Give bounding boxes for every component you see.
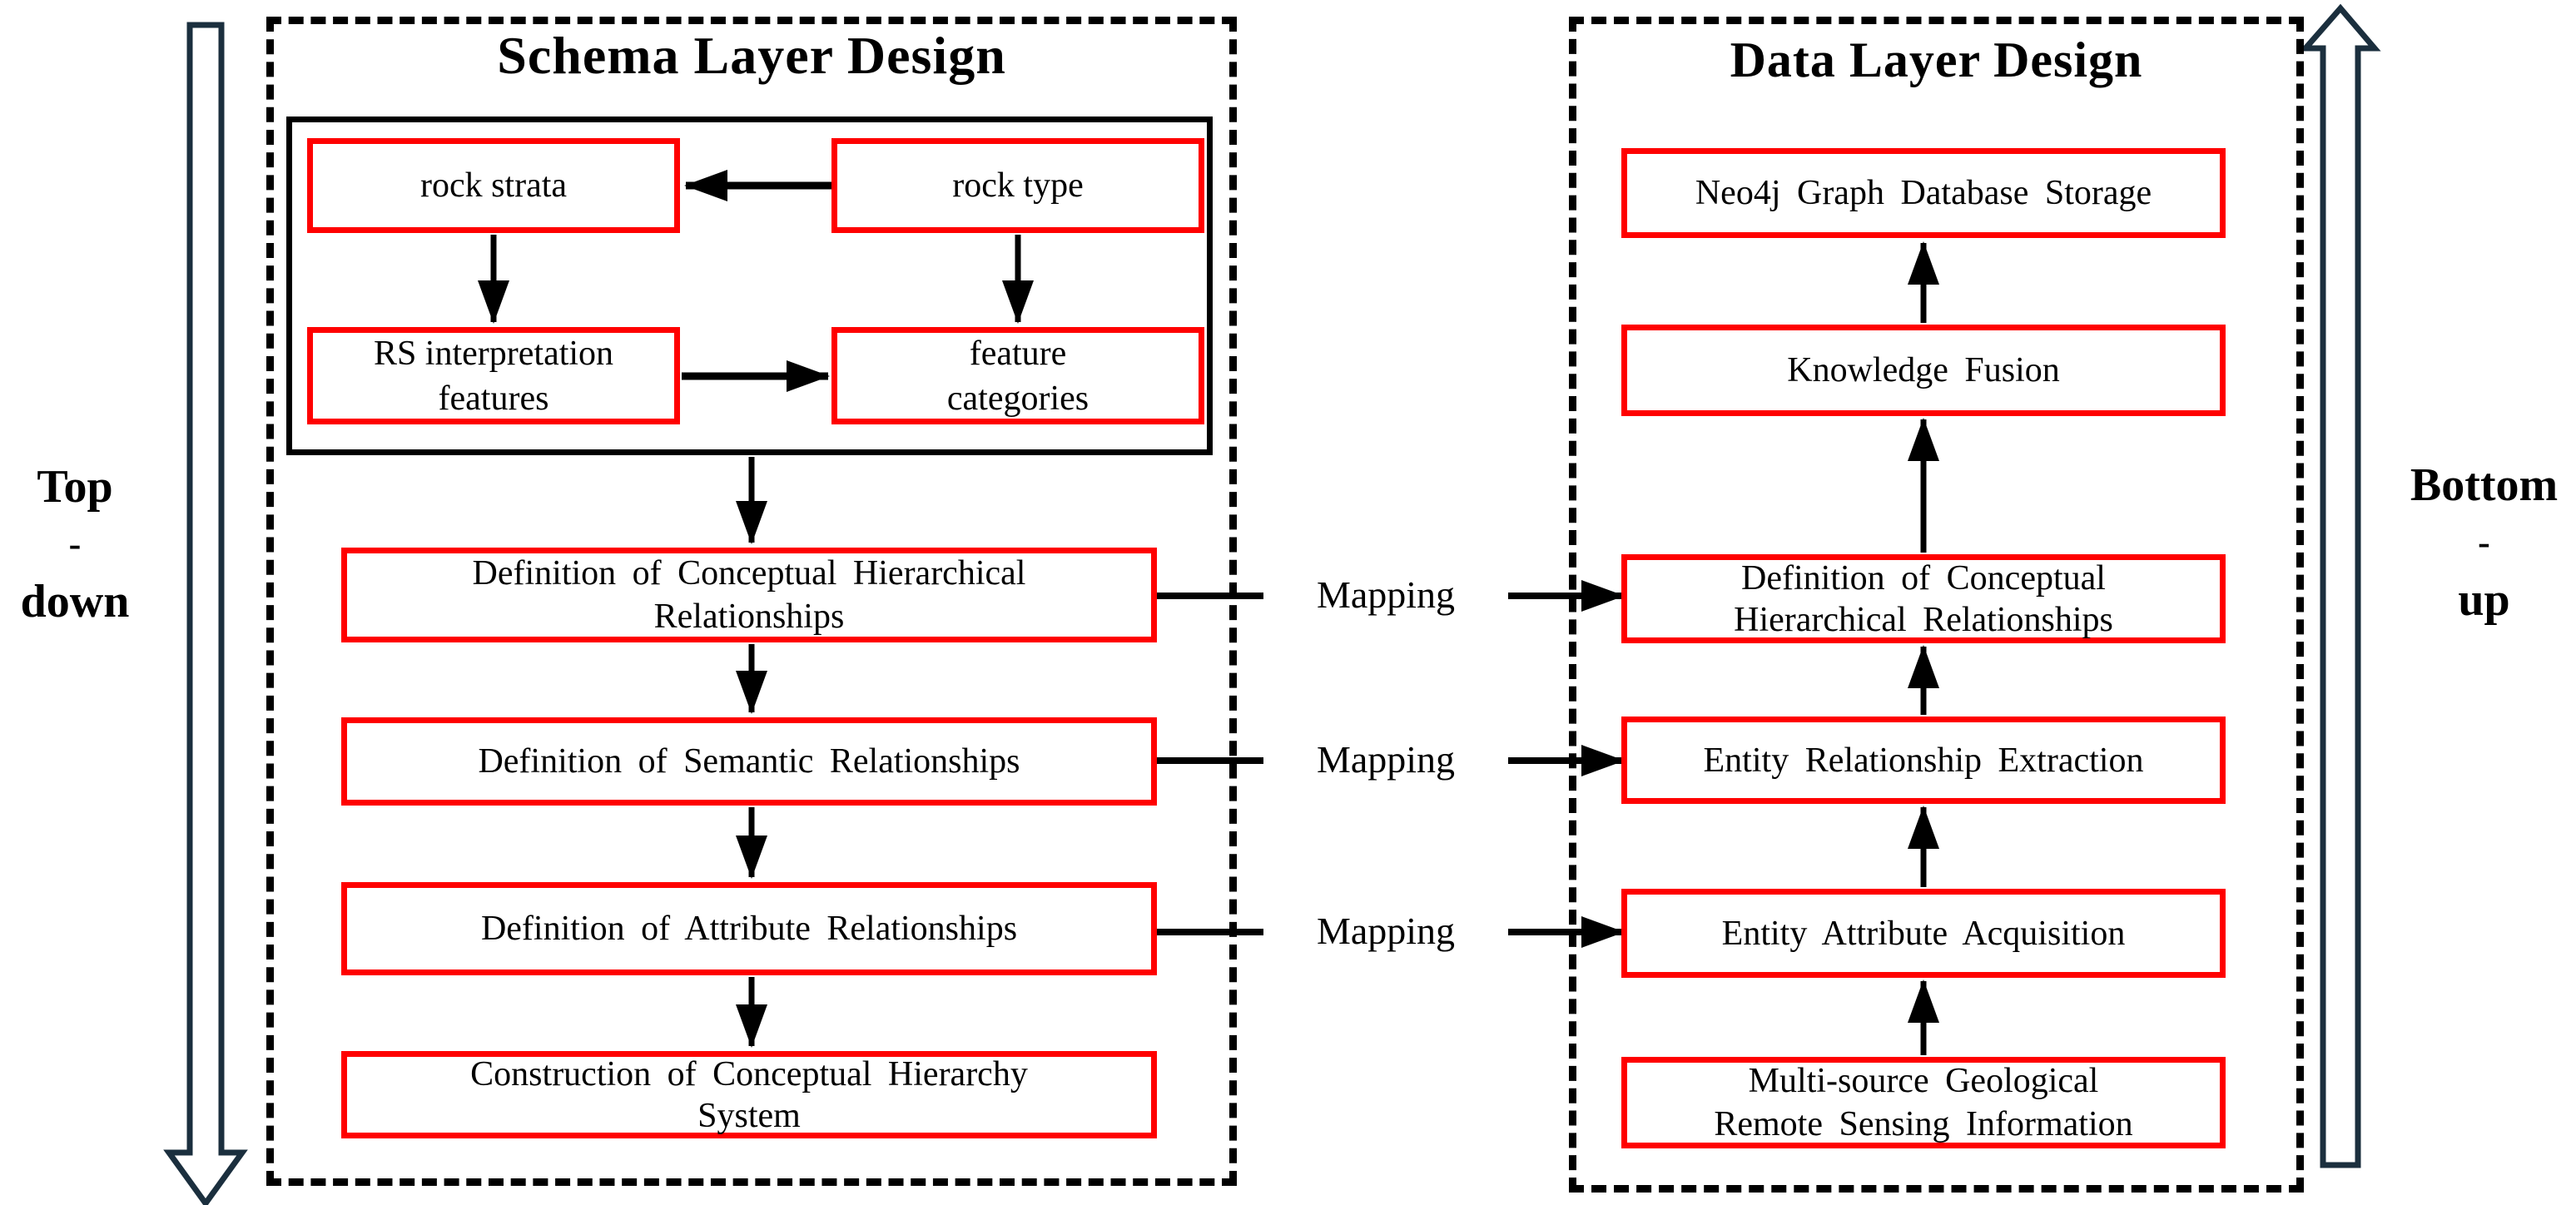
- top-down-arrow: [163, 22, 248, 1205]
- bottom-up-label-line1: Bottom: [2410, 459, 2559, 511]
- mapping-label-2: Mapping: [1316, 738, 1456, 781]
- box-feature-categories-line1: feature: [969, 334, 1067, 373]
- box-rs-interpretation-features: RS interpretation features: [307, 327, 680, 424]
- schema-layer-panel: [266, 17, 1237, 1186]
- multisource-line2: Remote Sensing Information: [1714, 1105, 2133, 1143]
- bottom-up-label-dash: -: [2478, 522, 2490, 563]
- data-layer-panel: [1569, 17, 2304, 1193]
- box-definition-attribute-relationships: Definition of Attribute Relationships: [341, 882, 1157, 975]
- def-hier-right-line1: Definition of Conceptual: [1741, 558, 2106, 598]
- bottom-up-arrow: [2299, 3, 2381, 1168]
- top-down-label-dash: -: [68, 523, 82, 564]
- box-rock-type: rock type: [831, 138, 1204, 233]
- top-down-label-line2: down: [20, 576, 130, 627]
- neo4j-line1: Neo4j Graph Database Storage: [1695, 174, 2152, 212]
- mapping-label-3: Mapping: [1316, 910, 1456, 952]
- def-hier-left-line1: Definition of Conceptual Hierarchical: [472, 554, 1026, 593]
- box-definition-conceptual-hierarchical-right: Definition of Conceptual Hierarchical Re…: [1621, 554, 2226, 643]
- box-entity-relationship-extraction: Entity Relationship Extraction: [1621, 717, 2226, 804]
- entity-attr-line1: Entity Attribute Acquisition: [1721, 914, 2126, 953]
- box-definition-semantic-relationships: Definition of Semantic Relationships: [341, 717, 1157, 806]
- bottom-up-label: Bottom - up: [2392, 454, 2576, 631]
- multisource-line1: Multi-source Geological: [1748, 1062, 2099, 1100]
- def-hier-right-line2: Hierarchical Relationships: [1734, 600, 2113, 639]
- data-layer-title: Data Layer Design: [1730, 32, 2143, 87]
- top-down-label-line1: Top: [37, 461, 113, 513]
- box-rs-interpretation-line1: RS interpretation: [373, 334, 614, 373]
- box-feature-categories-line2: categories: [946, 379, 1089, 418]
- knowledge-fusion-line1: Knowledge Fusion: [1787, 351, 2060, 389]
- top-down-label: Top - down: [4, 456, 146, 632]
- box-rock-strata: rock strata: [307, 138, 680, 233]
- box-multisource-geological-remote-sensing: Multi-source Geological Remote Sensing I…: [1621, 1057, 2226, 1148]
- construction-line2: System: [697, 1096, 801, 1135]
- bottom-up-label-line2: up: [2458, 574, 2510, 626]
- box-entity-attribute-acquisition: Entity Attribute Acquisition: [1621, 889, 2226, 978]
- box-rs-interpretation-line2: features: [438, 379, 549, 418]
- box-definition-conceptual-hierarchical-left: Definition of Conceptual Hierarchical Re…: [341, 548, 1157, 642]
- schema-layer-title: Schema Layer Design: [497, 26, 1006, 85]
- construction-line1: Construction of Conceptual Hierarchy: [470, 1054, 1028, 1093]
- def-hier-left-line2: Relationships: [653, 598, 845, 636]
- box-neo4j-graph-database-storage: Neo4j Graph Database Storage: [1621, 148, 2226, 238]
- box-feature-categories: feature categories: [831, 327, 1204, 424]
- box-rock-type-label: rock type: [952, 166, 1084, 205]
- mapping-label-1: Mapping: [1316, 573, 1456, 616]
- entity-rel-line1: Entity Relationship Extraction: [1703, 741, 2144, 780]
- def-attribute-line1: Definition of Attribute Relationships: [480, 910, 1018, 948]
- concept-grid-container: [286, 117, 1213, 455]
- def-semantic-line1: Definition of Semantic Relationships: [478, 742, 1020, 781]
- box-rock-strata-label: rock strata: [419, 166, 568, 205]
- box-knowledge-fusion: Knowledge Fusion: [1621, 325, 2226, 416]
- box-construction-conceptual-hierarchy-system: Construction of Conceptual Hierarchy Sys…: [341, 1051, 1157, 1138]
